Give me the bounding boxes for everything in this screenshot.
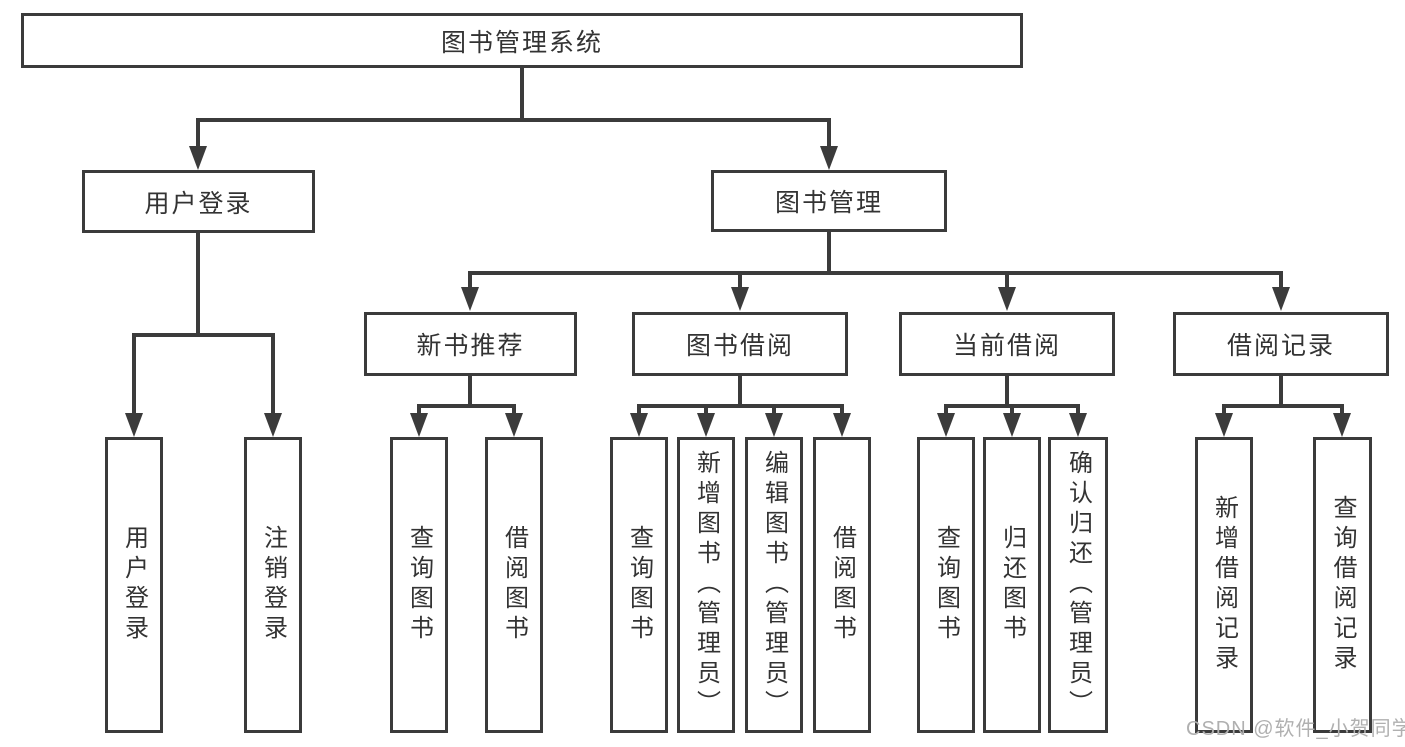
connector-stem-book-management: [827, 118, 831, 148]
arrow-down-icon: [697, 413, 715, 437]
connector-stem-leaf-user-login: [132, 333, 136, 415]
connector-level3-hline: [468, 271, 1283, 275]
arrow-down-icon: [937, 413, 955, 437]
connector-borrow-records-hline: [1222, 404, 1344, 408]
arrow-down-icon: [264, 413, 282, 437]
arrow-down-icon: [998, 287, 1016, 311]
node-user-login: 用户登录: [82, 170, 315, 233]
connector-stem-new-book-recommend: [468, 271, 472, 289]
connector-stem-leaf: [1222, 404, 1226, 415]
connector-stem-leaf: [772, 404, 776, 415]
leaf-user-login: 用户登录: [105, 437, 163, 733]
connector-stem-borrow-records: [1279, 271, 1283, 289]
connector-stem-leaf: [840, 404, 844, 415]
connector-book-management-trunk: [827, 232, 831, 273]
connector-stem-leaf: [637, 404, 641, 415]
connector-book-borrow-trunk: [738, 376, 742, 408]
connector-book-borrow-hline: [637, 404, 844, 408]
leaf-borrow-book: 借阅图书: [813, 437, 871, 733]
connector-user-login-hline: [132, 333, 275, 337]
leaf-borrow-book-recommend: 借阅图书: [485, 437, 543, 733]
connector-stem-leaf: [512, 404, 516, 415]
arrow-down-icon: [630, 413, 648, 437]
node-root: 图书管理系统: [21, 13, 1023, 68]
arrow-down-icon: [461, 287, 479, 311]
connector-stem-user-login: [196, 118, 200, 148]
connector-borrow-records-trunk: [1279, 376, 1283, 408]
connector-user-login-trunk: [196, 233, 200, 335]
arrow-down-icon: [1003, 413, 1021, 437]
leaf-query-book-recommend: 查询图书: [390, 437, 448, 733]
arrow-down-icon: [1272, 287, 1290, 311]
arrow-down-icon: [1215, 413, 1233, 437]
leaf-confirm-return-admin: 确认归还（管理员）: [1048, 437, 1108, 733]
connector-stem-current-borrow: [1005, 271, 1009, 289]
leaf-add-book-admin: 新增图书（管理员）: [677, 437, 735, 733]
arrow-down-icon: [505, 413, 523, 437]
arrow-down-icon: [410, 413, 428, 437]
arrow-down-icon: [833, 413, 851, 437]
node-current-borrow: 当前借阅: [899, 312, 1115, 376]
connector-stem-leaf: [1076, 404, 1080, 415]
connector-stem-leaf: [944, 404, 948, 415]
leaf-add-borrow-record: 新增借阅记录: [1195, 437, 1253, 733]
connector-stem-leaf: [417, 404, 421, 415]
connector-new-book-recommend-trunk: [468, 376, 472, 408]
connector-stem-leaf: [1340, 404, 1344, 415]
leaf-logout: 注销登录: [244, 437, 302, 733]
connector-root-trunk: [520, 68, 524, 120]
connector-level2-hline: [196, 118, 831, 122]
node-borrow-records: 借阅记录: [1173, 312, 1389, 376]
leaf-query-book-borrow: 查询图书: [610, 437, 668, 733]
arrow-down-icon: [1069, 413, 1087, 437]
leaf-edit-book-admin: 编辑图书（管理员）: [745, 437, 803, 733]
node-book-management: 图书管理: [711, 170, 947, 232]
connector-stem-leaf: [704, 404, 708, 415]
connector-stem-leaf: [1010, 404, 1014, 415]
arrow-down-icon: [731, 287, 749, 311]
leaf-return-book: 归还图书: [983, 437, 1041, 733]
arrow-down-icon: [765, 413, 783, 437]
connector-current-borrow-trunk: [1005, 376, 1009, 408]
leaf-query-book-current: 查询图书: [917, 437, 975, 733]
arrow-down-icon: [820, 146, 838, 170]
watermark: CSDN @软件_小贺同学: [1186, 718, 1405, 740]
node-new-book-recommend: 新书推荐: [364, 312, 577, 376]
arrow-down-icon: [189, 146, 207, 170]
arrow-down-icon: [1333, 413, 1351, 437]
arrow-down-icon: [125, 413, 143, 437]
connector-new-book-recommend-hline: [417, 404, 516, 408]
node-book-borrow: 图书借阅: [632, 312, 848, 376]
leaf-query-borrow-record: 查询借阅记录: [1313, 437, 1372, 733]
connector-stem-leaf-logout: [271, 333, 275, 415]
connector-stem-book-borrow: [738, 271, 742, 289]
